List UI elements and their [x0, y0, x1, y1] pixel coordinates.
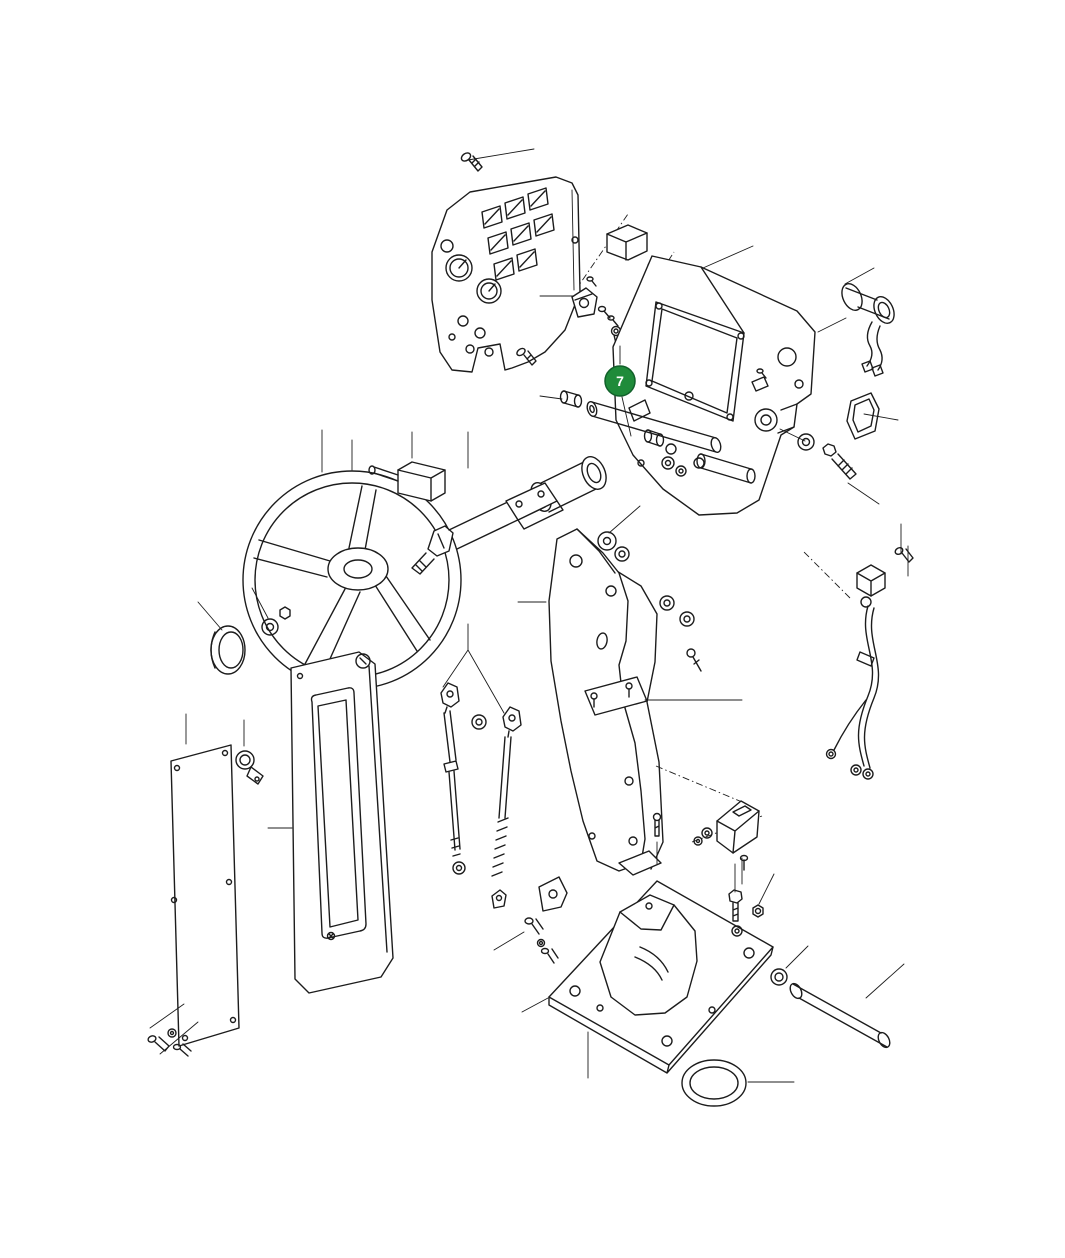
control-rod-left	[440, 682, 466, 875]
grommet	[770, 968, 788, 986]
panel-holes	[448, 236, 579, 357]
rocker-lens	[846, 392, 880, 440]
pedal-bracket	[599, 894, 698, 1016]
switch-bracket	[693, 800, 760, 871]
console-housing	[612, 255, 816, 516]
seal-ring	[681, 1059, 747, 1107]
rod-washer	[471, 714, 487, 730]
indicator-switch	[368, 461, 446, 502]
callout-7-number: 7	[616, 373, 624, 389]
mid-clamp	[524, 876, 568, 964]
pedestal-bracket	[548, 528, 664, 876]
callout-7-circle[interactable]	[604, 365, 636, 397]
screw-right	[894, 547, 914, 563]
link-rod	[789, 982, 891, 1049]
plate-bolts	[728, 889, 764, 937]
base-plate	[548, 880, 774, 1074]
sender-unit	[841, 283, 895, 377]
access-panel	[170, 744, 240, 1047]
wheel-spokes	[253, 485, 431, 671]
steering-wheel	[242, 470, 462, 690]
small-bolt	[652, 812, 662, 837]
p-clamp	[235, 750, 264, 785]
pedestal-fasteners	[659, 595, 702, 672]
control-rod-right	[491, 706, 522, 909]
wheel-washer-nut	[261, 606, 291, 636]
rod-washer-hole	[475, 718, 483, 726]
key-switch-harness	[825, 564, 886, 780]
spacer-bushings	[559, 390, 756, 484]
screw-top	[460, 152, 483, 172]
bracket-top-left	[571, 276, 619, 327]
wheel-hub	[327, 547, 389, 591]
screw-below-panel	[516, 347, 537, 366]
gauge-cluster	[481, 187, 555, 281]
side-cover-panel	[290, 651, 394, 994]
instrument-panel	[431, 176, 581, 373]
steering-column	[411, 456, 607, 575]
callout-7[interactable]: 7	[604, 365, 636, 397]
column-washers	[597, 531, 630, 562]
horn-cap	[210, 625, 246, 675]
washer-bolt-right	[797, 433, 857, 480]
round-gauges	[440, 239, 502, 304]
leader-lines	[149, 148, 909, 1083]
cross-shaft	[586, 400, 722, 454]
